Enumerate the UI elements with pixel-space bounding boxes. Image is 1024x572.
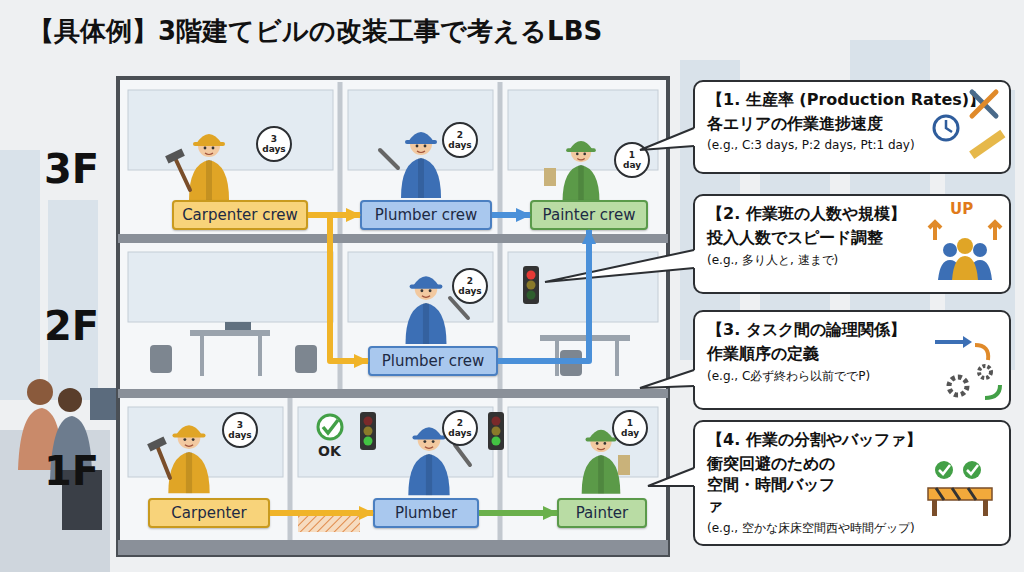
- callout-heading: 【4. 作業の分割やバッファ】: [707, 430, 997, 451]
- callout-box: 【3. タスク間の論理関係】作業順序の定義 (e.g., C必ず終わら以前ででP): [693, 310, 1011, 410]
- crew-label: Carpenter crew: [182, 206, 298, 224]
- buffer-area: [298, 510, 360, 532]
- duration-badge: 1 day: [612, 410, 648, 446]
- crew-box: Painter crew: [530, 200, 648, 230]
- callout-example: (e.g., C:3 days, P:2 days, Pt:1 day): [707, 138, 997, 152]
- flow-arrow: [308, 212, 360, 218]
- duration-text: 2 days: [447, 130, 473, 150]
- traffic-light: [523, 266, 539, 304]
- duration-badge: 2 days: [442, 410, 478, 446]
- flow-arrow: [492, 212, 530, 218]
- callout-body: 各エリアの作業進捗速度: [707, 114, 997, 135]
- tools: [147, 149, 630, 478]
- traffic-light: [360, 412, 376, 450]
- office-worker: [0, 379, 116, 572]
- crew-box: Painter: [557, 498, 647, 528]
- crew-label: Painter crew: [543, 206, 636, 224]
- callout-example: (e.g., C必ず終わら以前ででP): [707, 368, 997, 385]
- callout-body: 衝突回避のための 空間・時間バッファ: [707, 454, 843, 517]
- duration-text: 3 days: [227, 420, 253, 440]
- duration-text: 1 day: [619, 150, 645, 170]
- traffic-light: [488, 412, 504, 450]
- duration-badge: 3 days: [222, 412, 258, 448]
- callout-example: (e.g., 空かな床床空間西や時間ゲップ): [707, 520, 997, 537]
- duration-badge: 1 day: [614, 142, 650, 178]
- floor-label: 3F: [44, 146, 99, 192]
- back-windows: [128, 90, 658, 477]
- floor-label: 2F: [44, 303, 99, 349]
- floor-slabs: [118, 234, 668, 555]
- callout-box: 【4. 作業の分割やバッファ】衝突回避のための 空間・時間バッファ (e.g., …: [693, 420, 1011, 546]
- duration-text: 2 days: [447, 418, 473, 438]
- flow-arrow: [479, 510, 557, 516]
- crew-box: Plumber crew: [360, 200, 492, 230]
- callout-box: 【1. 生産率 (Production Rates)】各エリアの作業進捗速度 (e…: [693, 80, 1011, 174]
- crew-label: Plumber: [395, 504, 457, 522]
- callout-body: 作業順序の定義: [707, 344, 997, 365]
- status-label: OK: [318, 443, 341, 459]
- callout-example: (e.g., 多り人と, 速まで): [707, 252, 997, 269]
- flow-arrow: [308, 215, 368, 361]
- duration-text: 1 day: [617, 418, 643, 438]
- flow-arrow: [270, 510, 373, 516]
- duration-text: 2 days: [457, 276, 483, 296]
- callout-body: 投入人数でスピード調整: [707, 228, 997, 249]
- crew-label: Painter: [576, 504, 629, 522]
- callout-tail: [545, 128, 695, 486]
- crew-box: Plumber crew: [368, 346, 498, 376]
- crew-label: Carpenter: [171, 504, 246, 522]
- flow-arrow: [498, 230, 589, 361]
- crew-box: Carpenter crew: [172, 200, 308, 230]
- floor-label: 1F: [44, 448, 99, 494]
- duration-badge: 2 days: [452, 268, 488, 304]
- ok-check: [318, 415, 342, 439]
- duration-badge: 2 days: [442, 122, 478, 158]
- crew-box: Carpenter: [148, 498, 270, 528]
- office-desks: [150, 322, 630, 376]
- crew-box: Plumber: [373, 498, 479, 528]
- duration-text: 3 days: [261, 134, 287, 154]
- room-walls: [290, 82, 500, 540]
- workers: [168, 132, 620, 495]
- callout-heading: 【1. 生産率 (Production Rates)】: [707, 90, 997, 111]
- crew-label: Plumber crew: [382, 352, 485, 370]
- callout-heading: 【3. タスク間の論理関係】: [707, 320, 997, 341]
- crew-label: Plumber crew: [375, 206, 478, 224]
- diagram-title: 【具体例】3階建てビルの改装工事で考えるLBS: [28, 14, 602, 49]
- duration-badge: 3 days: [256, 126, 292, 162]
- icon-label: UP: [950, 200, 973, 218]
- building-frame: [118, 78, 668, 555]
